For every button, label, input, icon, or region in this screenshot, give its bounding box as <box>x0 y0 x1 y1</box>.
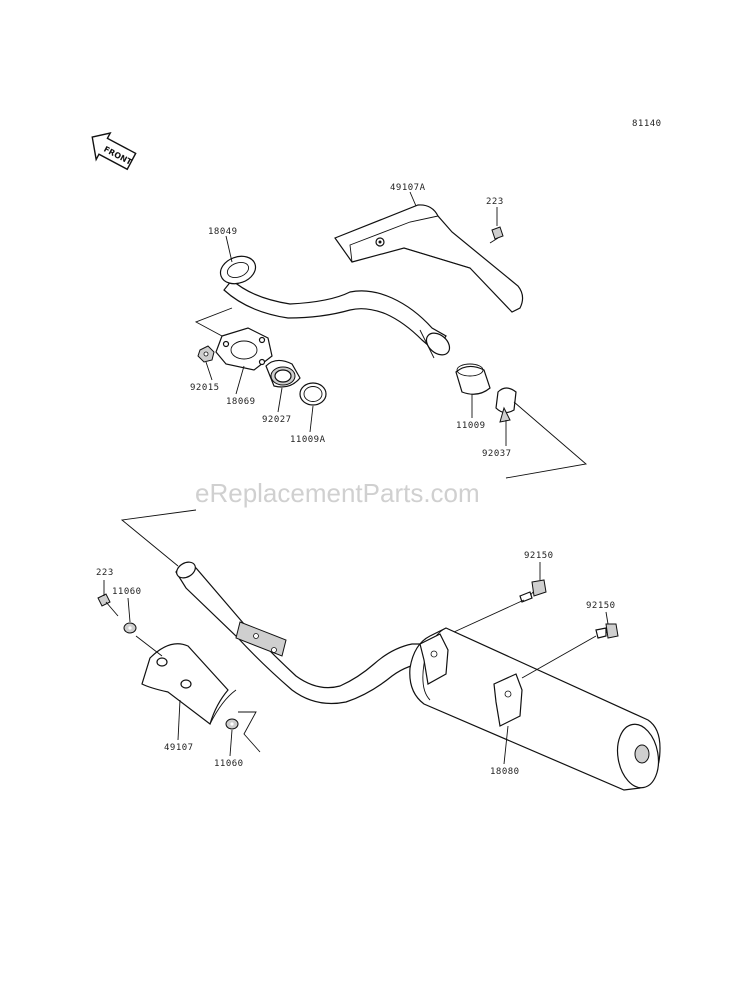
bolt-92150-b <box>595 623 619 639</box>
watermark: eReplacementParts.com <box>195 478 480 508</box>
muffler-18080 <box>409 627 661 791</box>
gasket-11009 <box>455 363 491 395</box>
callout-49107a: 49107A <box>390 183 426 193</box>
exhaust-pipe-18049 <box>219 255 451 359</box>
callout-92037: 92037 <box>482 449 512 459</box>
nut-92015 <box>197 345 215 363</box>
washer-11060-bottom <box>225 718 239 730</box>
callout-11060-top: 11060 <box>112 587 142 597</box>
callout-92015: 92015 <box>190 383 220 393</box>
callout-11009a: 11009A <box>290 435 326 445</box>
bolt-92150-a <box>519 579 547 603</box>
callout-49107: 49107 <box>164 743 194 753</box>
callout-223-bottom: 223 <box>96 568 114 578</box>
bolt-223-top <box>489 226 504 244</box>
callout-11060-bottom: 11060 <box>214 759 244 769</box>
heat-guard-49107 <box>141 643 237 726</box>
clamp-92037 <box>495 387 517 423</box>
lower-reference-line <box>120 509 197 567</box>
lower-leader-lines <box>103 562 609 765</box>
collar-92027 <box>265 359 301 388</box>
callout-92027: 92027 <box>262 415 292 425</box>
upper-leader-lines <box>194 191 588 479</box>
callout-223-top: 223 <box>486 197 504 207</box>
muffler-inlet-pipe <box>175 561 431 705</box>
diagram-code: 81140 <box>632 119 662 129</box>
callout-92150-b: 92150 <box>586 601 616 611</box>
heat-guard-49107a <box>334 204 524 313</box>
gasket-11009a <box>299 382 327 406</box>
front-arrow-icon: FRONT <box>91 132 137 171</box>
flange-18069 <box>215 327 273 371</box>
bolt-223-bottom <box>97 593 119 617</box>
callout-11009: 11009 <box>456 421 486 431</box>
callout-18069: 18069 <box>226 397 256 407</box>
callout-18049: 18049 <box>208 227 238 237</box>
callout-18080: 18080 <box>490 767 520 777</box>
washer-11060-top <box>123 622 137 634</box>
callout-92150-a: 92150 <box>524 551 554 561</box>
